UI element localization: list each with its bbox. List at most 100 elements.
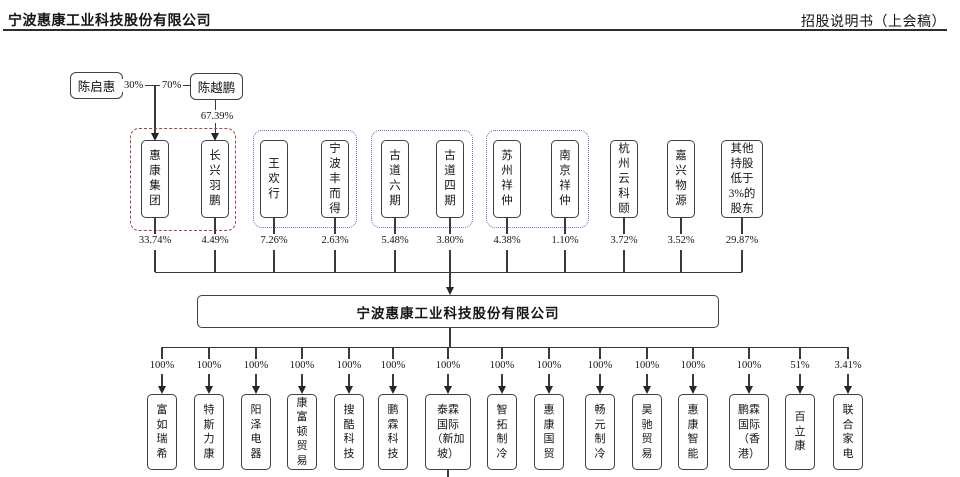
subsidiary-cell: 100% 惠 康 智 能 xyxy=(663,347,723,477)
subsidiary-pct: 100% xyxy=(536,360,562,371)
connector-line xyxy=(646,374,648,386)
arrow-down-icon xyxy=(642,386,651,394)
subsidiary-box: 鹏 霖 科 技 xyxy=(378,394,408,470)
connector-line xyxy=(692,347,694,359)
connector-line xyxy=(394,218,396,234)
connector-line xyxy=(449,250,451,272)
connector-line xyxy=(447,470,449,477)
subsidiary-name: 智 拓 制 冷 xyxy=(496,404,508,460)
connector-line xyxy=(692,374,694,386)
shareholder-pct: 7.26% xyxy=(260,235,288,246)
subsidiary-box: 昊 驰 贸 易 xyxy=(632,394,662,470)
arrow-down-icon xyxy=(251,386,260,394)
subsidiary-pct: 100% xyxy=(634,360,660,371)
connector-line xyxy=(748,347,750,359)
connector-line xyxy=(548,347,550,359)
subsidiary-pct: 100% xyxy=(435,360,461,371)
connector-line xyxy=(646,347,648,359)
subsidiary-box: 搜 酷 科 技 xyxy=(334,394,364,470)
subsidiary-box: 联 合 家 电 xyxy=(833,394,863,470)
shareholder-name: 苏 州 祥 仲 xyxy=(501,150,513,207)
subsidiary-box: 鹏霖 国际 （香 港） xyxy=(729,394,769,470)
subsidiary-name: 联 合 家 电 xyxy=(842,404,854,460)
owner-box-chenyuepeng: 陈越鹏 xyxy=(190,73,243,100)
subsidiary-box: 特 斯 力 康 xyxy=(194,394,224,470)
shareholder-name: 古 道 四 期 xyxy=(444,150,456,207)
group-outline-wanghuanxing-fengerde xyxy=(253,130,357,228)
shareholder-cell: 嘉 兴 物 源 3.52% xyxy=(651,140,711,272)
connector-line xyxy=(748,374,750,386)
shareholder-cell: 宁 波 丰 而 得 2.63% xyxy=(305,140,365,272)
subsidiary-cell: 100% 昊 驰 贸 易 xyxy=(617,347,677,477)
connector-line xyxy=(847,374,849,386)
connector-line xyxy=(506,218,508,234)
connector-line xyxy=(447,347,449,359)
arrow-down-icon xyxy=(297,386,306,394)
connector-line xyxy=(208,347,210,359)
connector-line xyxy=(548,374,550,386)
subsidiary-cell: 100% 特 斯 力 康 xyxy=(179,347,239,477)
shareholder-pct: 4.38% xyxy=(493,235,521,246)
shareholder-cell: 其他 持股 低于 3%的 股东 29.87% xyxy=(712,140,772,272)
shareholder-pct: 29.87% xyxy=(725,235,759,246)
arrow-down-icon xyxy=(595,386,604,394)
owner2-stake-label: 67.39% xyxy=(194,110,240,123)
subsidiary-name: 富 如 瑞 希 xyxy=(156,404,168,460)
shareholder-cell: 惠 康 集 团 33.74% xyxy=(125,140,185,272)
shareholder-name: 惠 康 集 团 xyxy=(149,150,161,207)
connector-line xyxy=(161,374,163,386)
subsidiary-bus-line xyxy=(162,347,848,349)
subsidiary-box: 康 富 顿 贸 易 xyxy=(287,394,317,470)
connector-line xyxy=(301,347,303,359)
shareholder-box: 南 京 祥 仲 xyxy=(551,140,579,218)
subsidiary-pct: 100% xyxy=(149,360,175,371)
shareholder-box: 王 欢 行 xyxy=(260,140,288,218)
shareholder-pct: 2.63% xyxy=(321,235,349,246)
page-header-company: 宁波惠康工业科技股份有限公司 xyxy=(8,14,211,29)
shareholder-box: 宁 波 丰 而 得 xyxy=(321,140,349,218)
connector-line xyxy=(741,250,743,272)
connector-line xyxy=(334,218,336,234)
connector-line xyxy=(255,374,257,386)
shareholder-cell: 苏 州 祥 仲 4.38% xyxy=(477,140,537,272)
shareholder-name: 宁 波 丰 而 得 xyxy=(329,142,341,215)
subsidiary-cell: 100% 鹏霖 国际 （香 港） xyxy=(719,347,779,477)
company-box: 宁波惠康工业科技股份有限公司 xyxy=(197,295,719,328)
subsidiary-cell: 100% 富 如 瑞 希 xyxy=(132,347,192,477)
shareholder-pct: 5.48% xyxy=(381,235,409,246)
shareholder-box: 古 道 四 期 xyxy=(436,140,464,218)
subsidiary-cell: 51% 百 立 康 xyxy=(770,347,830,477)
connector-line xyxy=(599,374,601,386)
subsidiary-cell: 100% 搜 酷 科 技 xyxy=(319,347,379,477)
shareholder-box: 长 兴 羽 鹏 xyxy=(201,140,229,218)
shareholder-box: 杭 州 云 科 颐 xyxy=(610,140,638,218)
subsidiary-name: 康 富 顿 贸 易 xyxy=(296,396,308,467)
page-header-doc-title: 招股说明书（上会稿） xyxy=(801,15,946,30)
subsidiary-name: 搜 酷 科 技 xyxy=(343,404,355,460)
subsidiary-name: 阳 泽 电 器 xyxy=(250,404,262,460)
connector-line xyxy=(394,250,396,272)
shareholder-cell: 古 道 六 期 5.48% xyxy=(365,140,425,272)
owner2-share-label: 70% xyxy=(160,79,184,92)
connector-line xyxy=(501,347,503,359)
shareholder-pct: 33.74% xyxy=(138,235,172,246)
arrow-down-icon xyxy=(150,133,159,141)
subsidiary-pct: 100% xyxy=(336,360,362,371)
header-rule xyxy=(3,29,947,31)
arrow-down-icon xyxy=(688,386,697,394)
connector-line xyxy=(154,218,156,234)
subsidiary-box: 百 立 康 xyxy=(785,394,815,470)
arrow-down-icon xyxy=(344,386,353,394)
shareholder-cell: 王 欢 行 7.26% xyxy=(244,140,304,272)
subsidiary-pct: 100% xyxy=(489,360,515,371)
connector-line xyxy=(392,374,394,386)
subsidiary-pct: 100% xyxy=(243,360,269,371)
subsidiary-pct: 100% xyxy=(736,360,762,371)
owner-name: 陈启惠 xyxy=(77,80,116,94)
connector-line xyxy=(623,218,625,234)
subsidiary-cell: 100% 阳 泽 电 器 xyxy=(226,347,286,477)
shareholder-pct: 1.10% xyxy=(551,235,579,246)
shareholder-box: 嘉 兴 物 源 xyxy=(667,140,695,218)
connector-line xyxy=(599,347,601,359)
shareholder-cell: 杭 州 云 科 颐 3.72% xyxy=(594,140,654,272)
